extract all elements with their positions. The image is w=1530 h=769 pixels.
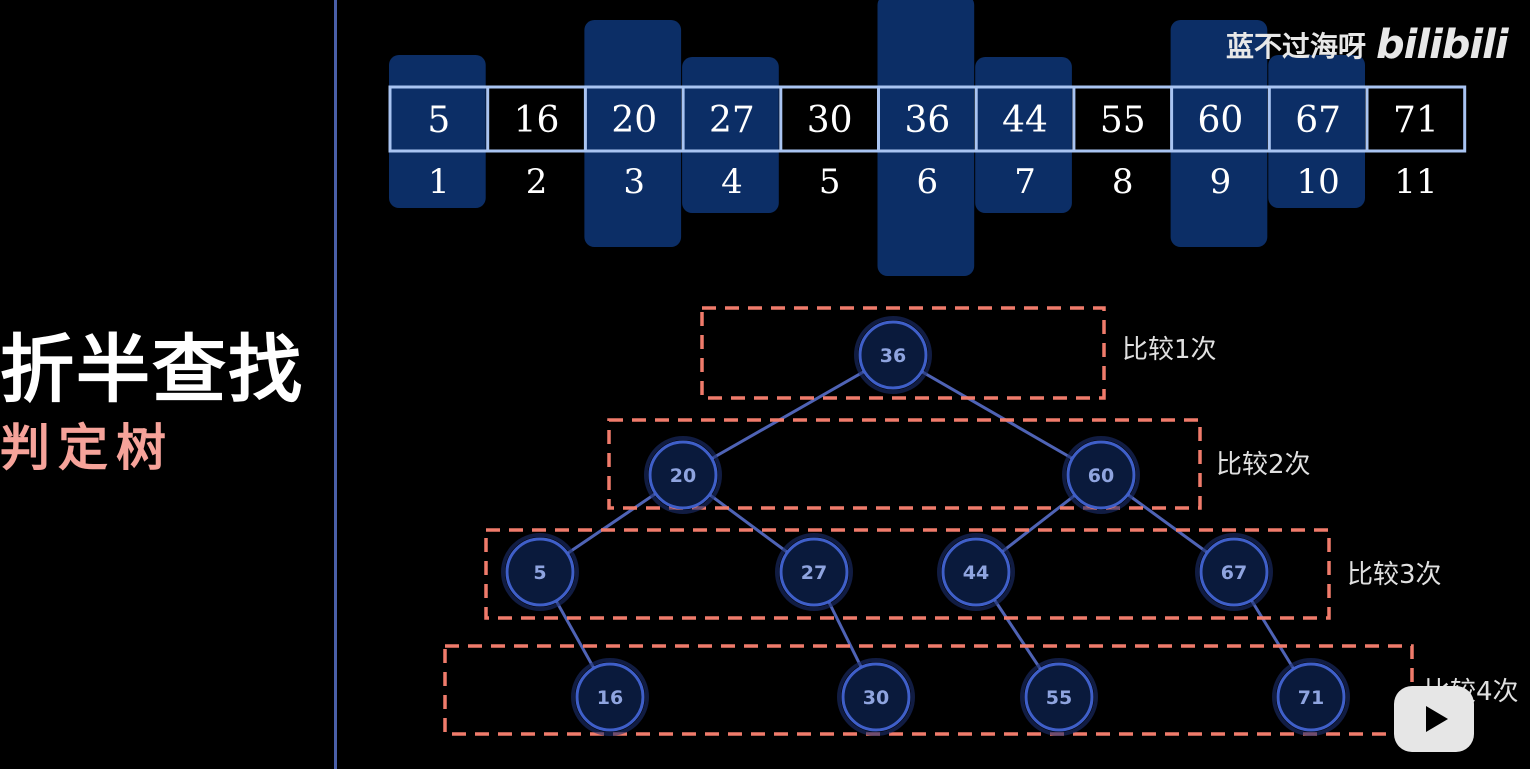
tree-node-label: 36 (880, 345, 906, 367)
array-index: 10 (1297, 162, 1340, 202)
tree-node (1066, 440, 1136, 510)
tree-node-glow (937, 533, 1015, 611)
tree-node-label: 67 (1221, 562, 1247, 584)
tree-edge (682, 353, 894, 477)
tree-node (779, 537, 849, 607)
array-value: 60 (1198, 100, 1244, 141)
array-index: 6 (917, 162, 939, 202)
array-index: 4 (721, 162, 743, 202)
tree-node-label: 5 (533, 562, 546, 584)
array-index: 5 (819, 162, 841, 202)
tree-node-glow (501, 533, 579, 611)
tree-node-glow (1020, 658, 1098, 736)
array-index: 2 (526, 162, 548, 202)
array-value: 55 (1100, 100, 1146, 141)
tree-node-glow (1272, 658, 1350, 736)
tree-node-label: 55 (1046, 687, 1072, 709)
array-index: 3 (623, 162, 645, 202)
tree-node-label: 20 (670, 465, 696, 487)
tree-node-glow (571, 658, 649, 736)
tree-node-glow (644, 436, 722, 514)
vertical-divider (334, 0, 337, 769)
highlight-column (975, 57, 1072, 213)
tree-node (1199, 537, 1269, 607)
array-value: 16 (514, 100, 560, 141)
play-icon (1426, 706, 1448, 732)
array-value: 44 (1002, 100, 1048, 141)
array-frame (388, 85, 1467, 153)
tree-node-glow (1062, 436, 1140, 514)
tree-node-label: 60 (1088, 465, 1114, 487)
array-value: 36 (904, 100, 950, 141)
sub-title: 判定树 (0, 419, 174, 477)
array-index: 1 (428, 162, 450, 202)
array-value: 5 (427, 100, 450, 141)
highlight-column (584, 20, 682, 247)
level-dashed-box (700, 306, 1106, 400)
tree-node-label: 30 (863, 687, 889, 709)
highlight-column (1268, 55, 1365, 208)
watermark: 蓝不过海呀 bilibili (1226, 22, 1509, 68)
tree-edge (892, 353, 1102, 477)
watermark-author: 蓝不过海呀 (1226, 30, 1367, 63)
array-index: 8 (1112, 162, 1134, 202)
tree-node (1024, 662, 1094, 732)
array-value: 71 (1393, 100, 1439, 141)
array-value: 30 (807, 100, 853, 141)
highlight-column (877, 0, 975, 276)
array-index: 9 (1210, 162, 1232, 202)
tree-node-label: 16 (597, 687, 623, 709)
tree-node (505, 537, 575, 607)
highlight-column (389, 55, 486, 208)
level-label: 比较3次 (1347, 560, 1442, 590)
tree-node (858, 320, 928, 390)
tree-node-glow (1195, 533, 1273, 611)
array-value: 27 (709, 100, 755, 141)
tree-node-glow (854, 316, 932, 394)
tree-node-label: 44 (963, 562, 989, 584)
tree-node (575, 662, 645, 732)
level-dashed-box (443, 644, 1414, 736)
highlight-column (1170, 20, 1268, 247)
main-title: 折半查找 (0, 327, 304, 413)
tree-node-label: 71 (1298, 687, 1324, 709)
tree-node (648, 440, 718, 510)
tree-node-label: 27 (801, 562, 827, 584)
left-panel: 折半查找 判定树 (0, 0, 336, 769)
array-index: 11 (1394, 162, 1437, 202)
array-value: 67 (1295, 100, 1341, 141)
array-value: 20 (611, 100, 657, 141)
tree-node (1276, 662, 1346, 732)
tree-node (841, 662, 911, 732)
level-label: 比较1次 (1122, 335, 1217, 365)
level-dashed-box (607, 418, 1202, 510)
tree-node (941, 537, 1011, 607)
play-button[interactable] (1394, 686, 1474, 752)
highlight-column (682, 57, 779, 213)
tree-node-glow (837, 658, 915, 736)
tree-node-glow (775, 533, 853, 611)
level-dashed-box (484, 528, 1331, 620)
level-label: 比较2次 (1216, 450, 1311, 480)
bilibili-logo: bilibili (1376, 22, 1509, 68)
array-index: 7 (1014, 162, 1036, 202)
